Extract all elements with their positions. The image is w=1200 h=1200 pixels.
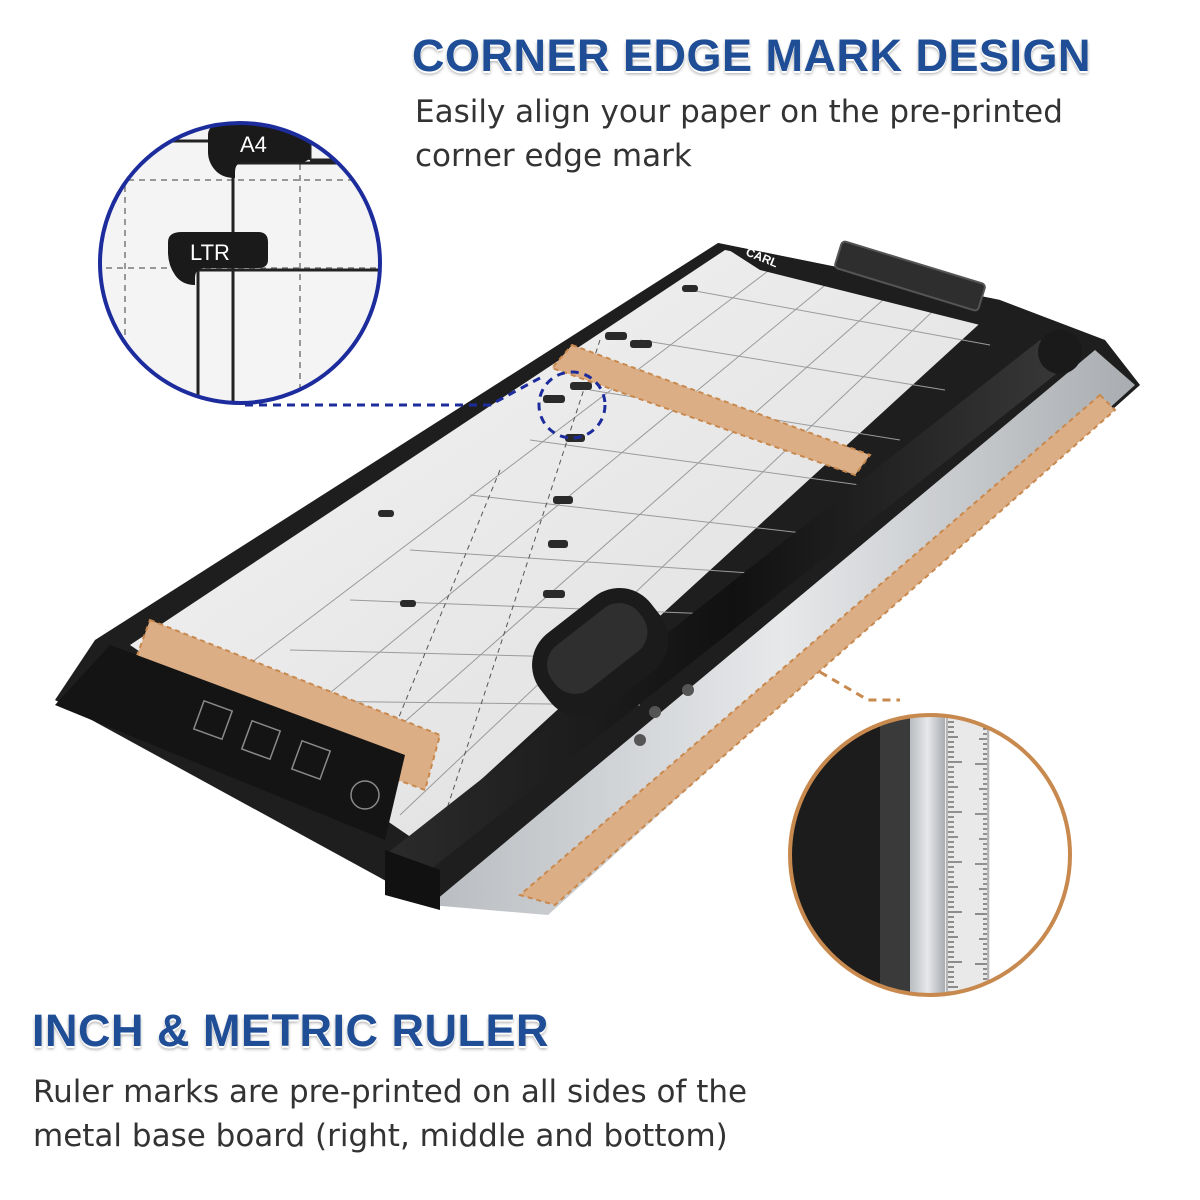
- ltr-label: LTR: [190, 240, 230, 265]
- brand-plate: [718, 243, 1000, 330]
- ruler-description-line: metal base board (right, middle and bott…: [33, 1118, 728, 1155]
- corner-edge-description-line: Easily align your paper on the pre-print…: [415, 94, 1063, 130]
- corner-edge-heading: CORNER EDGE MARK DESIGN: [412, 30, 1092, 81]
- board-corner-marks: [378, 285, 698, 607]
- corner-mark-callout: A4 LTR: [98, 121, 607, 440]
- corner-edge-description: Easily align your paper on the pre-print…: [415, 90, 1155, 178]
- corner-edge-description-line: corner edge mark: [415, 138, 692, 175]
- a4-label: A4: [240, 132, 267, 157]
- ruler-zoom-frame: [788, 713, 1072, 997]
- ruler-description-line: Ruler marks are pre-printed on all sides…: [33, 1074, 748, 1110]
- metal-side-rail: [430, 350, 1135, 915]
- ruler-zoom: [790, 715, 1070, 995]
- ruler-strip-top: [552, 345, 870, 475]
- safety-label-panel: [55, 645, 405, 840]
- corner-mark-zoom-frame: [98, 121, 382, 405]
- ruler-callout: [788, 670, 1072, 997]
- ruler-description: Ruler marks are pre-printed on all sides…: [33, 1070, 853, 1158]
- ruler-strip-right: [520, 395, 1115, 905]
- cutter-rail: [385, 340, 1080, 870]
- ruler-heading: INCH & METRIC RULER: [32, 1005, 549, 1056]
- paper-trimmer: CARL: [55, 240, 1140, 915]
- handle-slot: [834, 240, 986, 312]
- corner-mark-highlight-ring: [537, 370, 607, 440]
- corner-mark-zoom: A4 LTR: [100, 123, 380, 403]
- ruler-tick-marks: [948, 716, 987, 995]
- rotary-cutter-head: [532, 588, 694, 746]
